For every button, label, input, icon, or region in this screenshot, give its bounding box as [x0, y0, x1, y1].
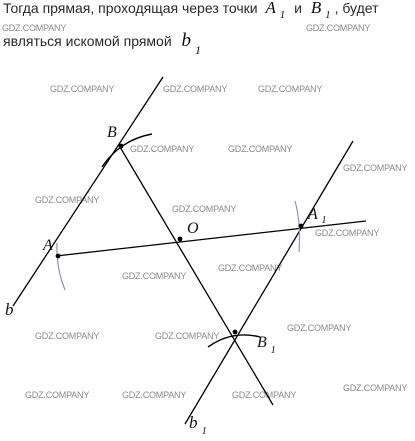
- watermark: GDZ.COMPANY: [35, 331, 99, 341]
- svg-text:b 1: b 1: [189, 413, 207, 437]
- watermark: GDZ.COMPANY: [218, 263, 282, 273]
- watermark: GDZ.COMPANY: [155, 331, 219, 341]
- line-b: [12, 76, 164, 307]
- line-a-a1: [55, 220, 367, 257]
- caption-point-a1: A: [265, 0, 277, 17]
- watermark: GDZ.COMPANY: [232, 390, 296, 400]
- watermark-layer: GDZ.COMPANY GDZ.COMPANY GDZ.COMPANY GDZ.…: [2, 23, 408, 400]
- arc-at-b1: [207, 334, 261, 348]
- svg-text:B 1: B 1: [257, 334, 276, 356]
- watermark: GDZ.COMPANY: [306, 23, 370, 33]
- label-b1: B: [257, 334, 267, 351]
- caption-line1-mid: и: [294, 0, 302, 16]
- label-line-b1-sub: 1: [202, 426, 207, 437]
- watermark: GDZ.COMPANY: [287, 323, 351, 333]
- watermark: GDZ.COMPANY: [163, 84, 227, 94]
- caption-point-b1-sub: 1: [325, 9, 331, 21]
- point-o: [177, 236, 183, 242]
- watermark: GDZ.COMPANY: [228, 144, 292, 154]
- caption-point-b1: B: [311, 0, 322, 17]
- caption-line-b1-sub: 1: [195, 43, 201, 57]
- watermark: GDZ.COMPANY: [50, 84, 114, 94]
- line-b-b1: [119, 146, 274, 406]
- arc-at-a: [56, 242, 66, 291]
- lines: [12, 76, 367, 425]
- caption-line1-start: Тогда прямая, проходящая через точки: [3, 0, 258, 16]
- caption-line1-end: , будет: [335, 0, 380, 16]
- svg-text:являться искомой прямой: являться искомой прямой b 1: [3, 30, 201, 57]
- caption-line2-start: являться искомой прямой: [3, 33, 172, 49]
- watermark: GDZ.COMPANY: [315, 228, 379, 238]
- watermark: GDZ.COMPANY: [35, 195, 99, 205]
- caption: Тогда прямая, проходящая через точки A 1…: [3, 0, 379, 57]
- arcs: [56, 133, 301, 348]
- caption-line-b1: b: [182, 30, 192, 51]
- labels: B A O A 1 B 1 b b 1: [5, 124, 326, 437]
- svg-text:Тогда прямая, проходящая через: Тогда прямая, проходящая через точки A 1…: [3, 0, 379, 21]
- label-a: A: [42, 237, 53, 254]
- label-b1-sub: 1: [271, 345, 276, 356]
- label-line-b1: b: [189, 413, 198, 432]
- arc-at-b: [101, 133, 153, 168]
- watermark: GDZ.COMPANY: [122, 271, 186, 281]
- label-b: B: [107, 124, 117, 141]
- watermark: GDZ.COMPANY: [172, 204, 236, 214]
- point-b1: [232, 329, 238, 335]
- points: [55, 143, 304, 335]
- point-a: [55, 253, 61, 259]
- watermark: GDZ.COMPANY: [2, 23, 66, 33]
- svg-text:A 1: A 1: [307, 206, 326, 226]
- watermark: GDZ.COMPANY: [343, 383, 407, 393]
- label-o: O: [187, 220, 199, 237]
- watermark: GDZ.COMPANY: [130, 144, 194, 154]
- watermark: GDZ.COMPANY: [258, 84, 322, 94]
- arc-at-a1: [294, 200, 301, 253]
- label-a1-sub: 1: [321, 215, 326, 226]
- watermark: GDZ.COMPANY: [25, 390, 89, 400]
- label-a1: A: [307, 206, 318, 223]
- line-b1: [184, 140, 354, 425]
- point-a1: [298, 223, 304, 229]
- label-line-b: b: [5, 300, 14, 319]
- point-b: [118, 143, 124, 149]
- watermark: GDZ.COMPANY: [122, 390, 186, 400]
- caption-point-a1-sub: 1: [280, 9, 286, 21]
- watermark: GDZ.COMPANY: [343, 163, 407, 173]
